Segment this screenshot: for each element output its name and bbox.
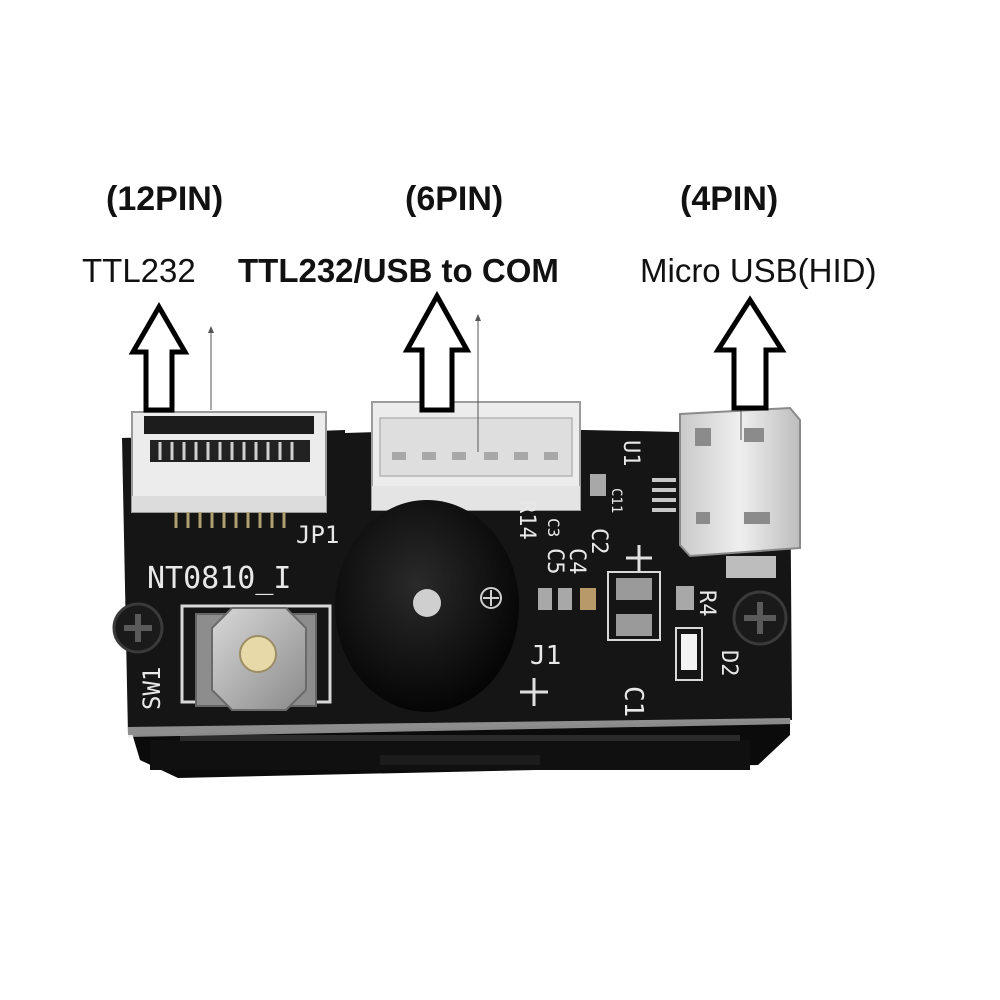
c3-label: C3	[544, 518, 563, 537]
arrow-up-icon	[128, 302, 190, 413]
jst-6pin-connector	[371, 401, 581, 511]
ttl232-interface-label: TTL232	[82, 252, 196, 289]
c2-label: C2	[586, 528, 611, 555]
micro-usb-hid-interface-label: Micro USB(HID)	[640, 252, 877, 289]
board-model-label: NT0810_I	[147, 561, 292, 596]
micro-usb-connector	[652, 406, 801, 578]
r14-label: R14	[514, 500, 539, 540]
screw-left	[112, 602, 164, 654]
connector-6pin-label: (6PIN)	[405, 180, 504, 218]
jp1-label: JP1	[296, 521, 339, 549]
connector-12pin-label: (12PIN)	[106, 180, 224, 218]
ttl232-usb-com-interface-label: TTL232/USB to COM	[238, 252, 559, 289]
r4-label: R4	[694, 590, 719, 617]
screw-right	[732, 590, 788, 646]
sw1-label: SW1	[138, 667, 166, 710]
connector-4pin-label: (4PIN)	[680, 180, 779, 218]
tact-switch	[180, 604, 332, 711]
j1-label: J1	[530, 641, 561, 671]
silkscreen-labels: NT0810_I JP1 SW1 J1 C1 C5 C4 C2 R4 D2 U1…	[138, 440, 741, 717]
smd-components	[538, 474, 703, 681]
c5-label: C5	[542, 548, 567, 575]
u1-label: U1	[618, 440, 643, 467]
arrow-up-icon	[402, 290, 472, 413]
c11-label: C11	[608, 488, 624, 513]
fpc-12pin-connector	[131, 411, 327, 528]
c1-label: C1	[618, 686, 648, 717]
d2-label: D2	[716, 650, 741, 677]
buzzer	[335, 500, 519, 712]
scan-engine-body	[128, 720, 790, 778]
c4-label: C4	[564, 548, 589, 575]
arrow-up-icon	[713, 295, 787, 411]
